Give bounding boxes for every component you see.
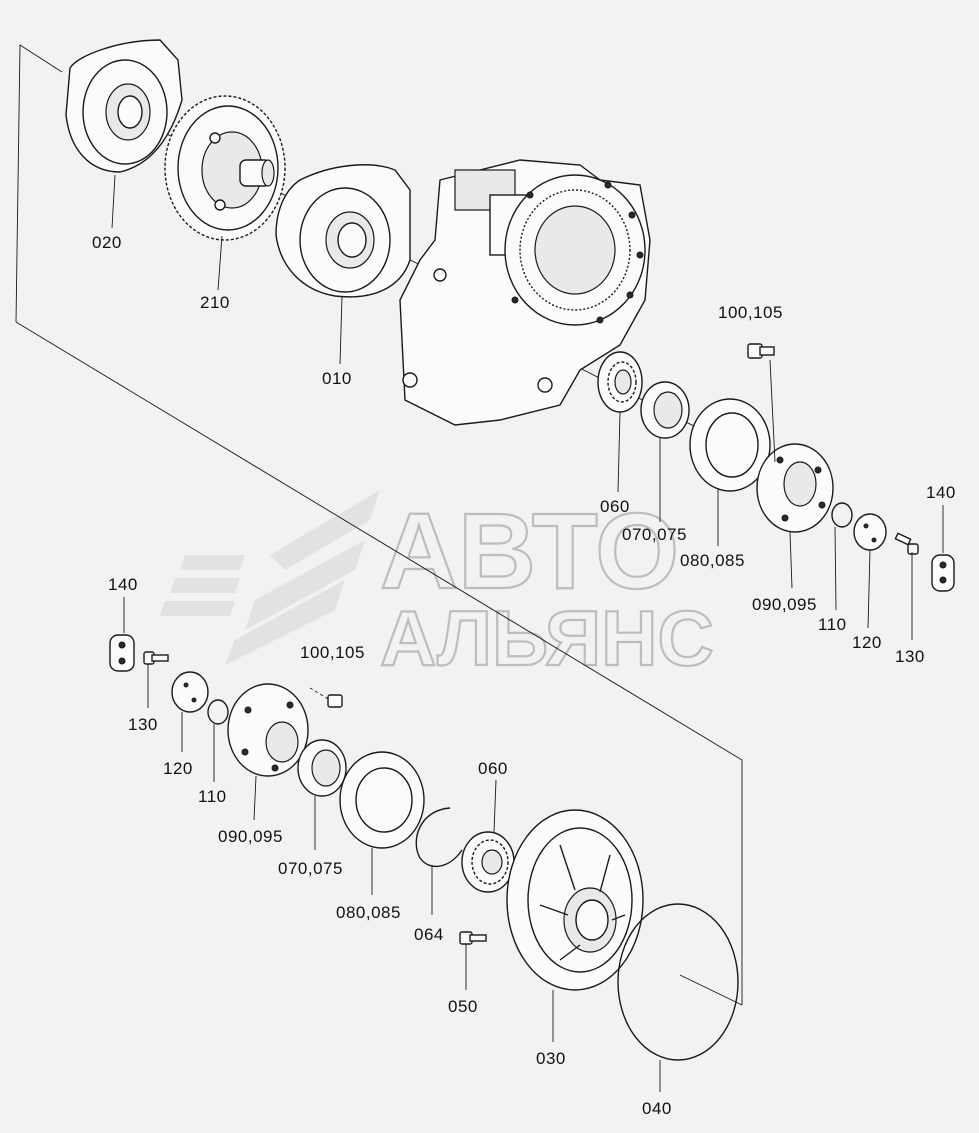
part-060-bearing-upper <box>597 351 643 413</box>
callout-050: 050 <box>448 997 478 1016</box>
watermark-line-1: АВТО <box>380 490 679 611</box>
callout-030: 030 <box>536 1049 566 1068</box>
callout-010: 010 <box>322 369 352 388</box>
part-130-bolt-upper <box>894 532 919 555</box>
callout-090-095-left: 090,095 <box>218 827 283 846</box>
part-130-bolt-lower <box>143 651 169 665</box>
part-080-085-washer-upper <box>689 398 771 492</box>
callout-060-top: 060 <box>600 497 630 516</box>
callout-110-top: 110 <box>818 615 847 634</box>
callout-110-left: 110 <box>198 787 227 806</box>
callout-210: 210 <box>200 293 230 312</box>
part-100-105-bolt-upper <box>747 343 775 359</box>
callout-120-left: 120 <box>163 759 193 778</box>
part-064-retaining-ring <box>415 807 463 868</box>
callout-040: 040 <box>642 1099 672 1118</box>
part-090-095-flange-lower <box>227 683 309 777</box>
callout-060-bottom: 060 <box>478 759 508 778</box>
callout-070-075-top: 070,075 <box>622 525 687 544</box>
callout-100-105-mid: 100,105 <box>300 643 365 662</box>
part-040-o-ring-large <box>617 903 739 1061</box>
callout-090-095-top: 090,095 <box>752 595 817 614</box>
part-110-o-ring-lower <box>207 699 229 725</box>
part-080-085-washer-lower <box>339 751 425 849</box>
callout-080-085-bottom: 080,085 <box>336 903 401 922</box>
watermark-logo: АВТО АЛЬЯНС <box>160 489 715 683</box>
part-140-lock-plate-lower <box>109 634 135 672</box>
leader-lines <box>111 174 944 1092</box>
part-110-o-ring-upper <box>831 502 853 528</box>
callout-130-left: 130 <box>128 715 158 734</box>
callout-120-top: 120 <box>852 633 882 652</box>
part-020-cover-plate <box>65 39 183 173</box>
callout-070-075-bottom: 070,075 <box>278 859 343 878</box>
part-010-flange-plate <box>275 164 411 298</box>
callout-labels: 020 210 010 100,105 060 070,075 080,085 … <box>92 233 956 1118</box>
part-070-075-seal-upper <box>640 381 690 439</box>
part-100-105-bolt-mid <box>309 687 343 708</box>
part-050-bolt <box>459 931 487 945</box>
gearbox-housing <box>399 159 651 426</box>
part-090-095-flange-upper <box>756 443 834 533</box>
part-140-lock-plate-upper <box>931 554 955 592</box>
part-030-end-cover <box>506 809 644 991</box>
callout-140-top: 140 <box>926 483 956 502</box>
part-120-cap-lower <box>171 671 209 713</box>
callout-100-105-top: 100,105 <box>718 303 783 322</box>
part-120-cap-upper <box>853 513 887 551</box>
callout-140-left: 140 <box>108 575 138 594</box>
callout-064: 064 <box>414 925 444 944</box>
callout-080-085-top: 080,085 <box>680 551 745 570</box>
watermark-line-2: АЛЬЯНС <box>380 594 714 682</box>
part-070-075-seal-lower <box>297 739 347 797</box>
callout-130-top: 130 <box>895 647 925 666</box>
part-060-bearing-lower <box>461 831 515 893</box>
watermark-emblem-icon <box>160 490 380 665</box>
callout-020: 020 <box>92 233 122 252</box>
part-210-gear <box>164 95 286 241</box>
